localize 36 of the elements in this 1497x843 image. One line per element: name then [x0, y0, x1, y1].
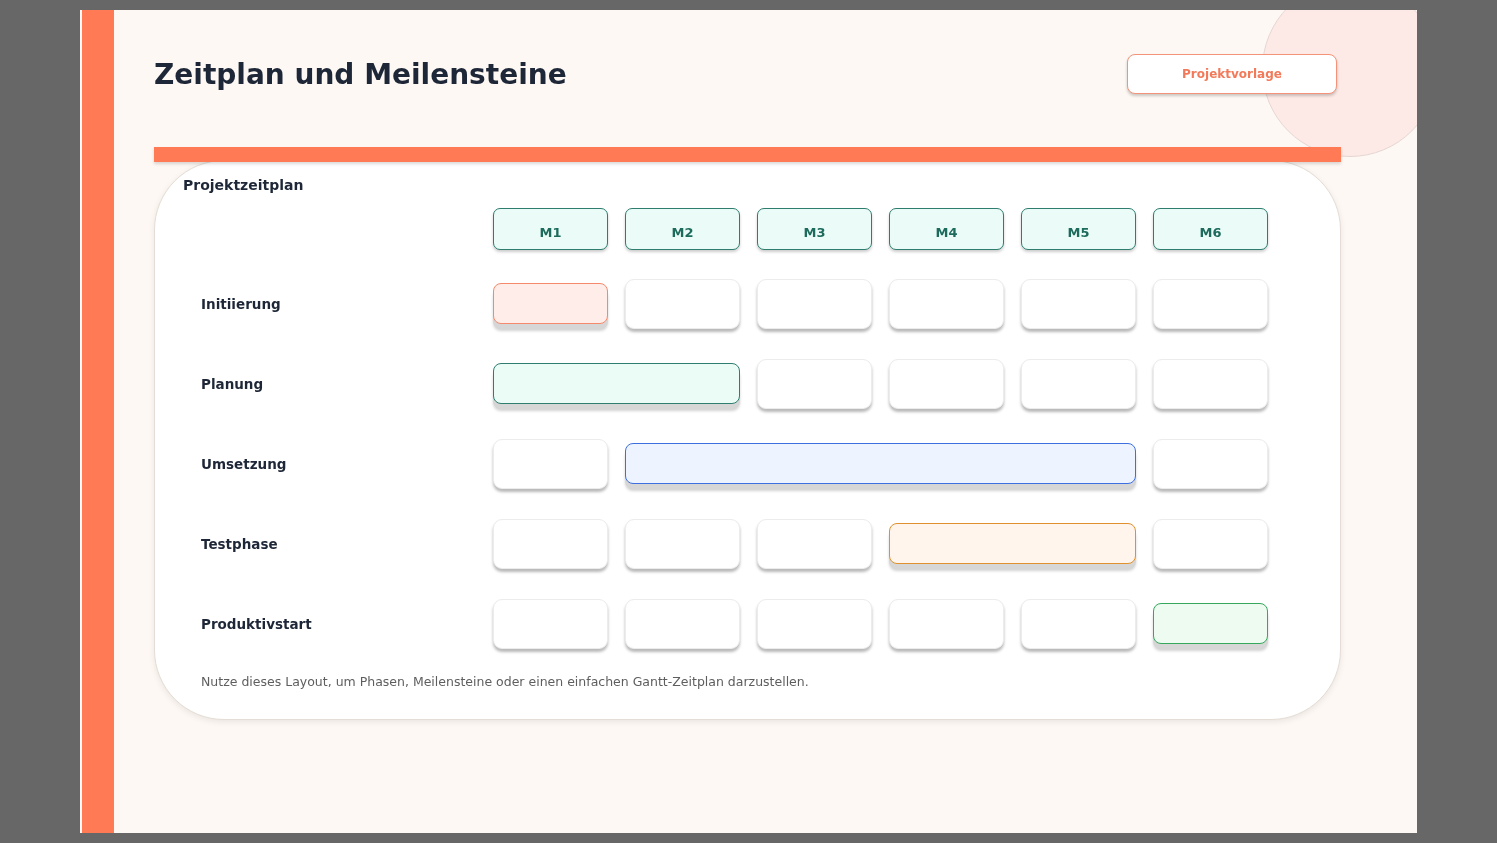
timeline-slot — [625, 279, 740, 329]
timeline-slot — [625, 599, 740, 649]
timeline-slot — [1021, 359, 1136, 409]
timeline-slot — [1021, 599, 1136, 649]
row-label: Testphase — [201, 535, 278, 554]
row-label: Umsetzung — [201, 455, 287, 474]
timeline-slot — [1021, 279, 1136, 329]
slide-title: Zeitplan und Meilensteine — [154, 57, 567, 93]
timeline-slot — [493, 599, 608, 649]
milestone-header: M3 — [757, 208, 872, 250]
milestone-header: M2 — [625, 208, 740, 250]
timeline-slot — [757, 279, 872, 329]
timeline-slot — [757, 599, 872, 649]
timeline-slot — [493, 439, 608, 489]
panel-heading: Projektzeitplan — [183, 176, 304, 195]
row-label: Produktivstart — [201, 615, 312, 634]
milestone-header: M1 — [493, 208, 608, 250]
timeline-slot — [625, 519, 740, 569]
template-button: Projektvorlage — [1127, 54, 1337, 94]
note-text: Nutze dieses Layout, um Phasen, Meilensteine oder einen einfachen Gantt-Zeitplan darzustellen. — [201, 673, 809, 691]
timeline-slot — [757, 359, 872, 409]
timeline-slot — [889, 359, 1004, 409]
timeline-slot — [1153, 439, 1268, 489]
timeline-slot — [889, 279, 1004, 329]
milestone-header: M5 — [1021, 208, 1136, 250]
row-label: Initiierung — [201, 295, 281, 314]
row-label: Planung — [201, 375, 264, 394]
timeline-slot — [757, 519, 872, 569]
timeline-slot — [493, 519, 608, 569]
timeline-slot — [1153, 279, 1268, 329]
timeline-slot — [1153, 359, 1268, 409]
timeline-slot — [889, 599, 1004, 649]
milestone-header: M6 — [1153, 208, 1268, 250]
milestone-header: M4 — [889, 208, 1004, 250]
timeline-slot — [1153, 519, 1268, 569]
timeline-panel — [154, 160, 1341, 720]
